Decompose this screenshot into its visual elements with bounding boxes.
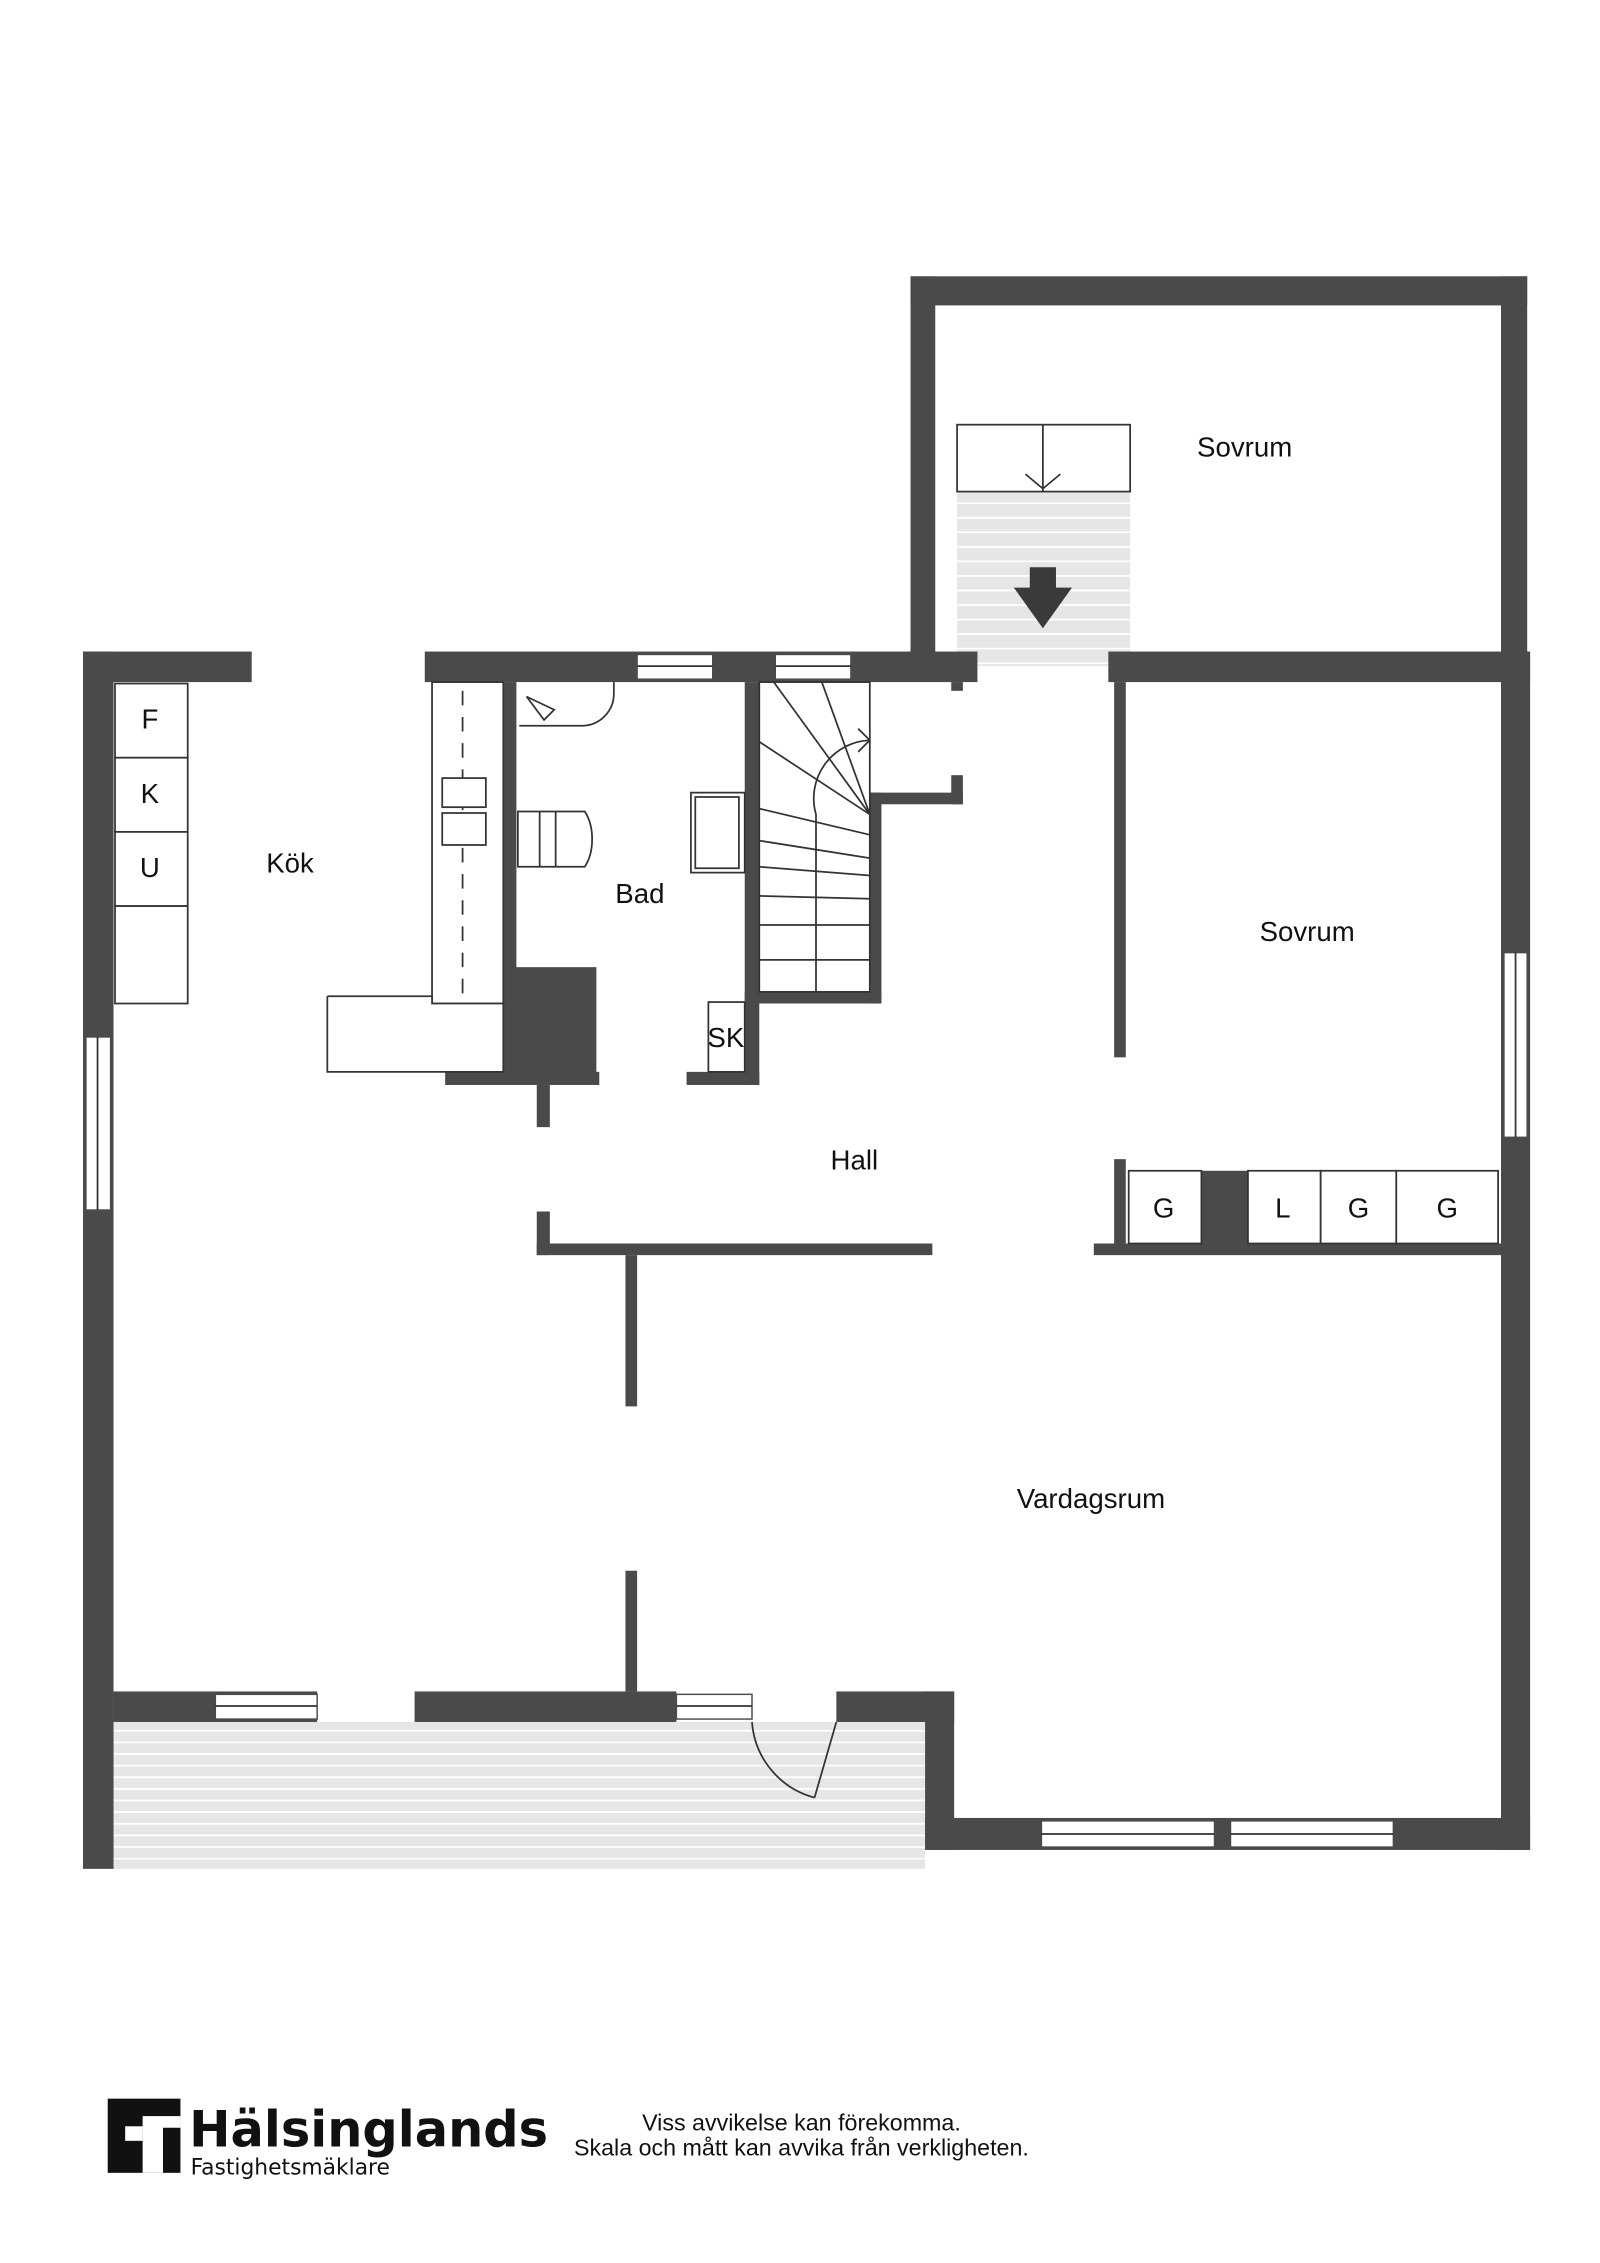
room-label-hall: Hall — [831, 1144, 879, 1175]
oven-label: U — [140, 852, 160, 883]
sink — [690, 791, 746, 874]
wardrobes — [1127, 1169, 1499, 1245]
windows — [85, 653, 1528, 1848]
walls — [82, 276, 1531, 1869]
entrance-door[interactable] — [751, 1721, 838, 1799]
brand-logo-icon — [107, 2098, 181, 2173]
room-label-bad: Bad — [615, 878, 664, 909]
room-label-vardagsrum: Vardagsrum — [1017, 1483, 1165, 1514]
shower — [519, 682, 615, 727]
arrow-down-icon — [1013, 567, 1072, 629]
wardrobe-label: G — [1348, 1192, 1370, 1223]
staircase[interactable] — [758, 681, 872, 993]
brand-name: Hälsinglands — [189, 2101, 548, 2159]
disclaimer-line-2: Skala och mått kan avvika från verklighe… — [574, 2134, 1029, 2160]
room-label-sovrum-upper: Sovrum — [1197, 432, 1292, 463]
stair-down — [956, 423, 1132, 667]
freezer-label: K — [141, 778, 160, 809]
kitchen-appliances — [114, 681, 505, 1073]
room-label-sovrum-right: Sovrum — [1260, 916, 1355, 947]
room-label-kok: Kök — [266, 848, 314, 879]
brand-subtitle: Fastighetsmäklare — [191, 2155, 390, 2180]
closet-label: SK — [707, 1022, 744, 1053]
disclaimer-line-1: Viss avvikelse kan förekomma. — [642, 2110, 961, 2136]
wardrobe-label: G — [1436, 1192, 1458, 1223]
linen-closet-label: L — [1275, 1192, 1290, 1223]
closet — [707, 1001, 746, 1073]
fridge-label: F — [141, 704, 158, 735]
deck — [113, 1721, 926, 1869]
toilet — [516, 810, 593, 868]
wardrobe-label: G — [1153, 1192, 1175, 1223]
